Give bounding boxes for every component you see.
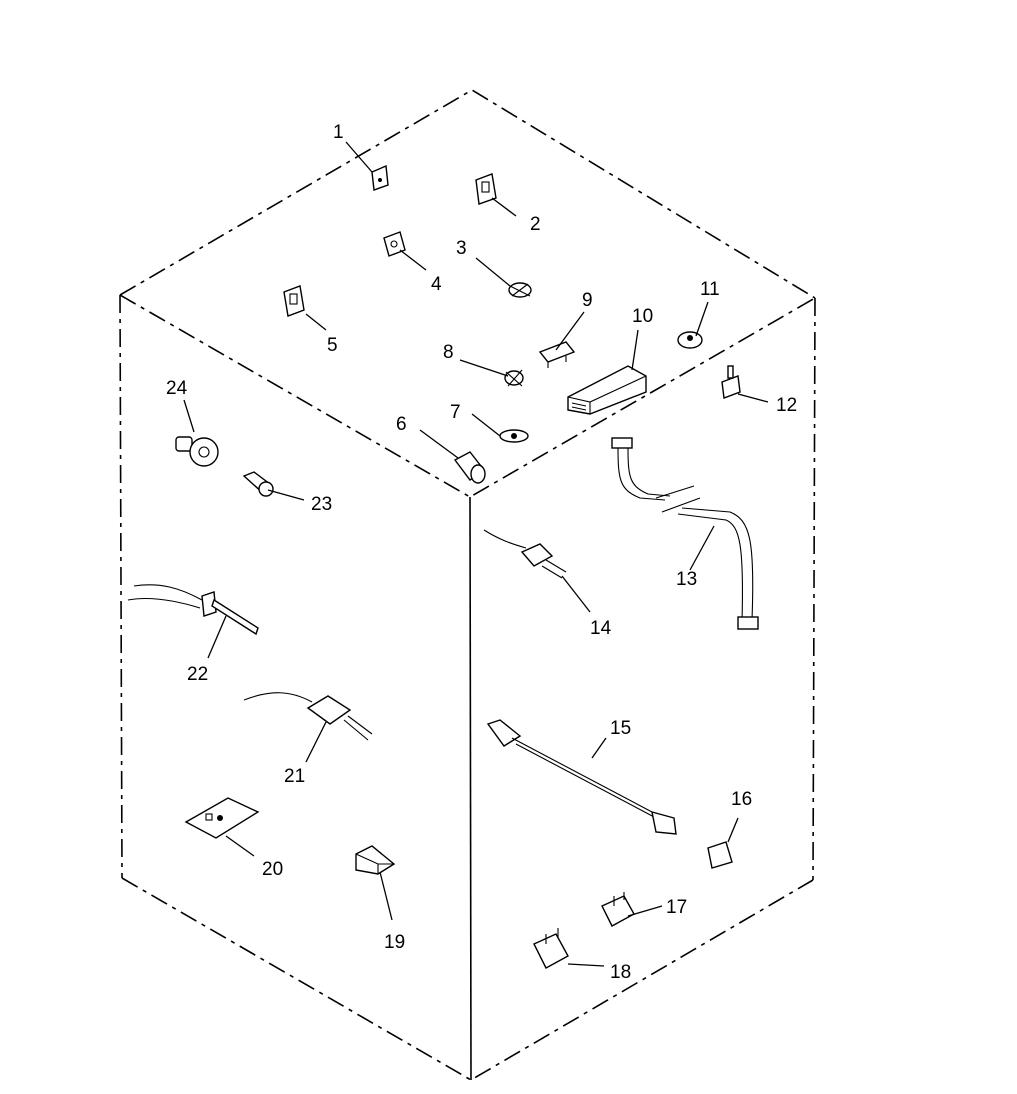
part-14-sensor-probe [483,529,567,579]
callout-10: 10 [632,306,653,327]
callout-13: 13 [676,569,697,590]
part-6-fuse [453,451,486,484]
part-15-wire-harness [486,719,677,835]
part-12-switch [721,365,741,399]
part-4-plate [383,231,406,257]
part-17-relay [601,892,635,927]
part-7-thermostat [499,429,529,443]
part-1-bracket [371,164,389,191]
callout-22: 22 [187,664,208,685]
callout-7: 7 [450,402,461,423]
callout-8: 8 [443,342,454,363]
part-8-thermostat [504,369,524,387]
callout-1: 1 [333,122,344,143]
callout-5: 5 [327,335,338,356]
callout-15: 15 [610,718,631,739]
part-2-switch [475,173,497,205]
leader-lines [183,141,769,967]
callout-16: 16 [731,789,752,810]
part-13-harness [611,437,759,630]
cabinet-outline [119,89,816,1081]
part-5-switch [283,285,305,317]
callout-20: 20 [262,859,283,880]
callout-12: 12 [776,395,797,416]
callout-4: 4 [431,274,442,295]
callout-11: 11 [700,279,720,300]
part-11-sensor [677,331,703,349]
part-22-temperature-probe [127,584,259,636]
part-23-bulb [242,471,274,497]
callout-9: 9 [582,290,593,311]
callout-21: 21 [284,766,305,787]
part-20-circuit-board [184,797,260,839]
callout-17: 17 [666,897,687,918]
part-18-relay [533,928,569,969]
callout-2: 2 [530,214,541,235]
callout-6: 6 [396,414,407,435]
callout-24: 24 [166,378,188,399]
part-3-thermostat [508,282,532,298]
callout-19: 19 [384,932,405,953]
part-21-module [243,692,373,741]
part-16-connector [707,841,733,869]
callout-14: 14 [590,618,612,639]
callout-3: 3 [456,238,467,259]
callout-18: 18 [610,962,631,983]
part-19-capacitor [355,845,396,875]
callout-23: 23 [311,494,332,515]
part-9-relay [538,341,576,368]
part-24-igniter [175,436,219,467]
part-10-control-box [567,365,647,415]
callout-numbers: 1 2 3 4 5 6 7 8 9 10 11 12 13 14 15 16 1… [166,122,797,983]
